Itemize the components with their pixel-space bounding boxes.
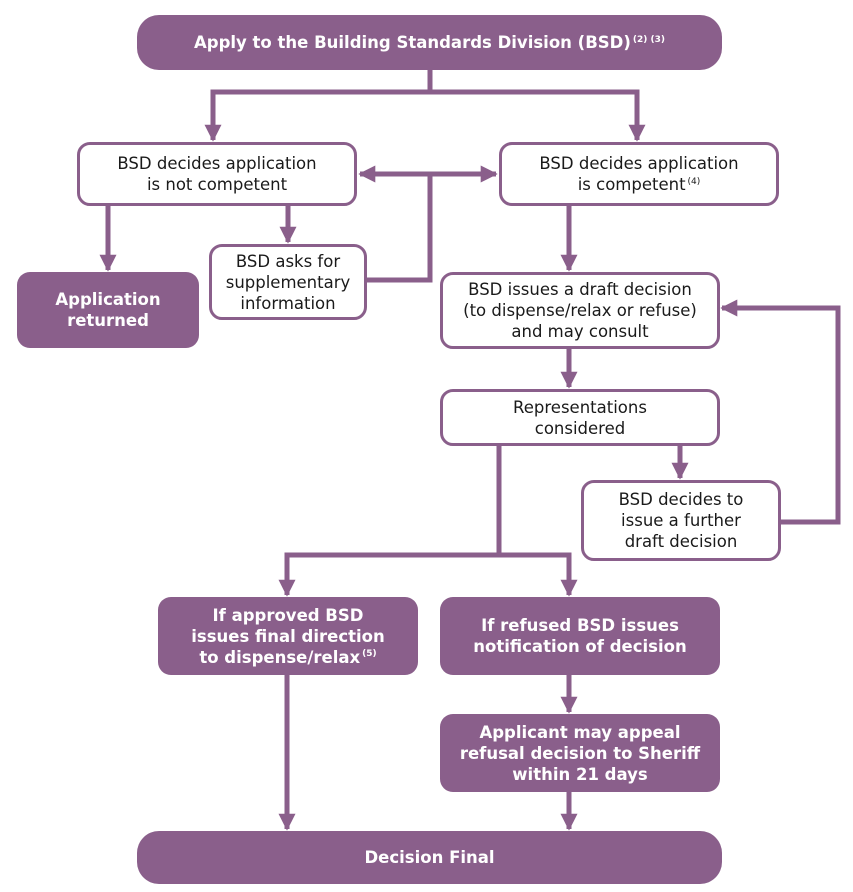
draft-decision-line-3: and may consult <box>511 322 649 341</box>
competent-line-1: BSD decides application <box>539 154 739 173</box>
approved-superscript: (5) <box>362 649 377 659</box>
returned-line-1: Application <box>55 290 161 309</box>
apply-text: Apply to the Building Standards Division… <box>193 33 631 52</box>
arrow-split-to-refused <box>499 552 578 597</box>
arrow-apply-to-competent <box>430 89 646 142</box>
not-competent-line-1: BSD decides application <box>117 154 317 173</box>
arrow-supplementary-loop <box>367 174 433 283</box>
competent-superscript: (4) <box>687 176 701 187</box>
further-draft-line-1: BSD decides to <box>618 490 744 509</box>
approved-line-1: If approved BSD <box>212 605 364 625</box>
supplementary-line-1: BSD asks for <box>235 251 341 271</box>
arrow-split-to-approved <box>278 552 499 597</box>
supplementary-node: BSD asks for supplementary information <box>209 244 367 320</box>
representations-node: Representations considered <box>440 389 720 446</box>
refused-line-2: notification of decision <box>473 637 687 656</box>
supplementary-line-3: information <box>240 293 336 313</box>
representations-line-2: considered <box>534 418 626 438</box>
further-draft-line-3: draft decision <box>624 532 738 551</box>
competent-line-2: is competent <box>577 175 686 194</box>
returned-node: Application returned <box>17 272 199 348</box>
refused-node: If refused BSD issues notification of de… <box>440 597 720 675</box>
further-draft-node: BSD decides to issue a further draft dec… <box>581 480 781 561</box>
appeal-line-1: Applicant may appeal <box>479 722 681 742</box>
supplementary-line-2: supplementary <box>225 272 351 292</box>
approved-line-2: issues final direction <box>191 626 385 646</box>
further-draft-line-2: issue a further <box>621 511 741 530</box>
appeal-line-3: within 21 days <box>512 764 648 784</box>
appeal-line-2: refusal decision to Sheriff <box>459 743 701 763</box>
arrow-apply-to-not-competent <box>204 70 433 142</box>
approved-line-3: to dispense/relax <box>199 647 361 667</box>
draft-decision-line-1: BSD issues a draft decision <box>468 280 692 299</box>
draft-decision-node: BSD issues a draft decision (to dispense… <box>440 272 720 349</box>
arrow-further-to-draft <box>720 299 841 525</box>
not-competent-line-2: is not competent <box>146 175 288 194</box>
apply-node: Apply to the Building Standards Division… <box>137 15 722 70</box>
final-node: Decision Final <box>137 831 722 884</box>
not-competent-node: BSD decides application is not competent <box>77 142 357 206</box>
refused-line-1: If refused BSD issues <box>481 616 679 635</box>
final-text: Decision Final <box>364 848 495 867</box>
apply-superscript: (2) (3) <box>632 34 666 45</box>
approved-node: If approved BSD issues final direction t… <box>158 597 418 675</box>
representations-line-1: Representations <box>513 397 647 417</box>
returned-line-2: returned <box>67 311 149 330</box>
appeal-node: Applicant may appeal refusal decision to… <box>440 714 720 792</box>
draft-decision-line-2: (to dispense/relax or refuse) <box>463 301 697 320</box>
competent-node: BSD decides application is competent(4) <box>499 142 779 206</box>
